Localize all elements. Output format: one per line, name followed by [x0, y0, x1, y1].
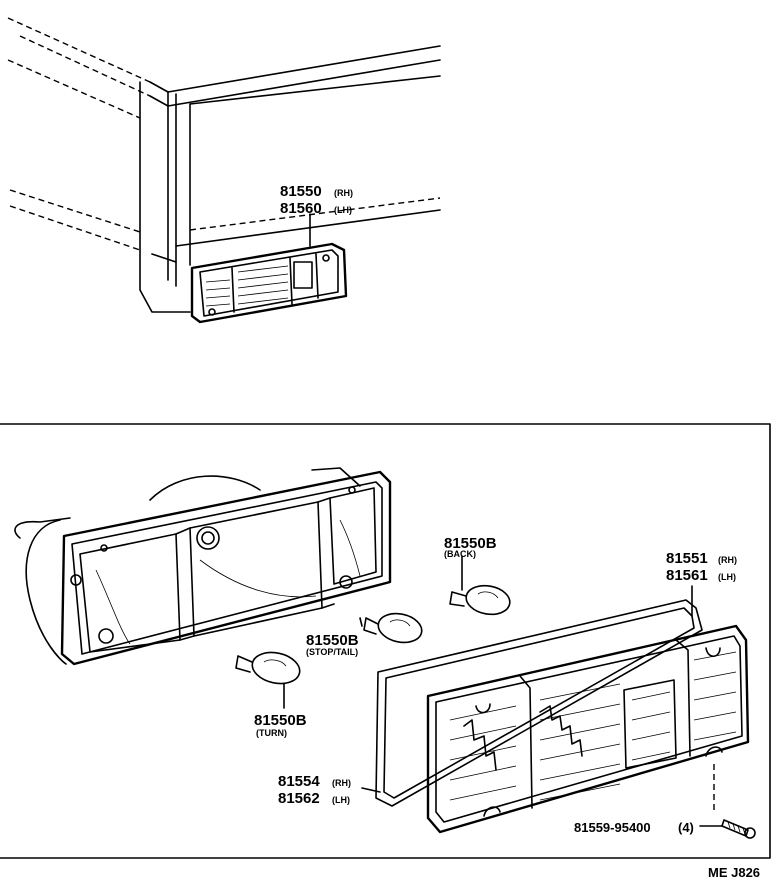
- screw-qty: (4): [678, 820, 694, 835]
- lamp-housing: [14, 467, 392, 666]
- overview-part-rh: 81550: [280, 183, 322, 200]
- bulb-stop-tail-note: (STOP/TAIL): [306, 647, 358, 657]
- bulb-turn-note: (TURN): [256, 728, 287, 738]
- lens-part-rh-side: (RH): [718, 555, 737, 565]
- screw-part: 81559-95400: [574, 820, 651, 835]
- gasket-part-rh-side: (RH): [332, 778, 351, 788]
- gasket-part-lh-side: (LH): [332, 795, 350, 805]
- lens-part-lh: 81561: [666, 567, 708, 584]
- gasket-part-rh: 81554: [278, 773, 320, 790]
- bulb-back-part: 81550B: [444, 535, 497, 552]
- bulb-stop-tail-part: 81550B: [306, 632, 359, 649]
- exploded-view-frame: [0, 423, 771, 859]
- lamp-lens: [426, 624, 750, 834]
- lens-part-rh: 81551: [666, 550, 708, 567]
- lens-gasket: [375, 599, 703, 807]
- gasket-leader: [361, 787, 381, 793]
- bulb-stop-tail: [363, 612, 423, 644]
- tail-lamp-assembly-overview: [190, 242, 348, 324]
- bulb-back-note: (BACK): [444, 549, 476, 559]
- vehicle-rear-corner-illustration: [7, 17, 441, 313]
- screw: [699, 764, 756, 839]
- gasket-part-lh: 81562: [278, 790, 320, 807]
- drawing-code: ME J826: [708, 865, 760, 880]
- bulb-turn: [235, 651, 301, 685]
- overview-part-lh: 81560: [280, 200, 322, 217]
- overview-part-label: 81550 (RH) 81560 (LH): [280, 183, 353, 217]
- lens-part-lh-side: (LH): [718, 572, 736, 582]
- overview-part-rh-side: (RH): [334, 188, 353, 198]
- bulb-back: [449, 584, 511, 616]
- bulb-turn-part: 81550B: [254, 712, 307, 729]
- bulb-stop-tail-leader: [359, 617, 363, 627]
- overview-part-lh-side: (LH): [334, 205, 352, 215]
